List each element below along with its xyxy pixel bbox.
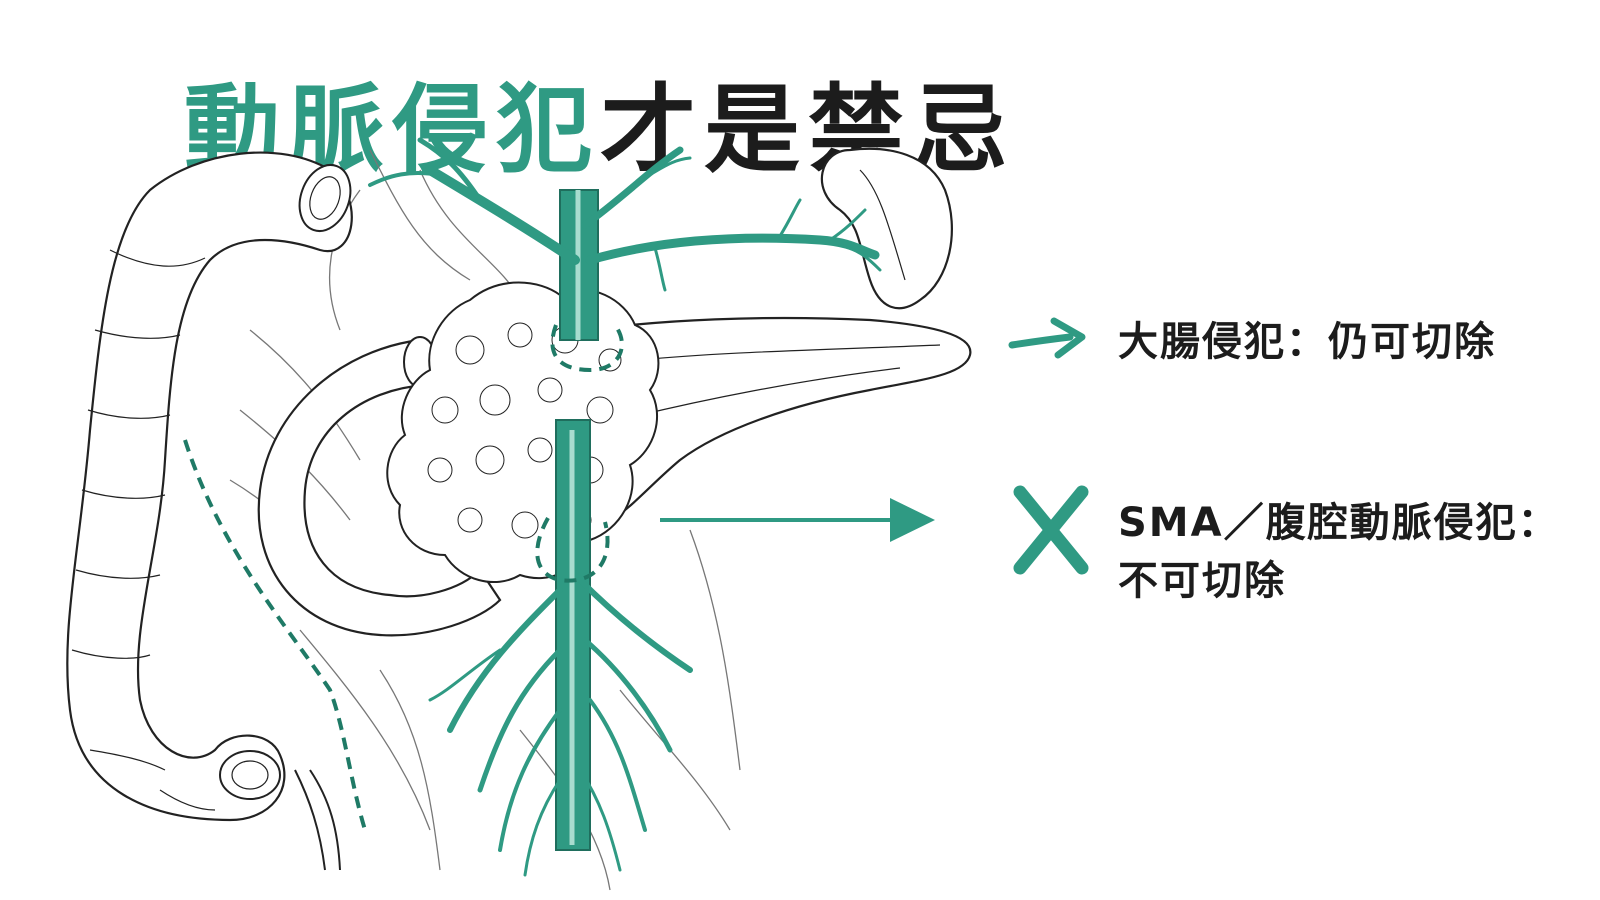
- sma-invasion-line1: SMA／腹腔動脈侵犯：: [1118, 500, 1560, 546]
- artery-trunk: [555, 189, 599, 851]
- sma-invasion-label: SMA／腹腔動脈侵犯： 不可切除: [1118, 494, 1560, 610]
- kidney: [820, 147, 953, 310]
- long-arrow-icon: [660, 498, 935, 542]
- anatomy-illustration: [66, 137, 972, 891]
- dashed-markers: [183, 323, 624, 831]
- colon-invasion-label: 大腸侵犯：仍可切除: [1118, 319, 1496, 365]
- sma-branches: [428, 577, 693, 877]
- sma-invasion-line2: 不可切除: [1118, 558, 1286, 604]
- background-vessels: [229, 149, 741, 891]
- colon: [66, 151, 353, 871]
- cross-icon: [1013, 485, 1089, 575]
- arrow-right-icon: [1008, 317, 1086, 359]
- celiac-branches: [368, 137, 882, 292]
- tumor-mass: [386, 281, 660, 584]
